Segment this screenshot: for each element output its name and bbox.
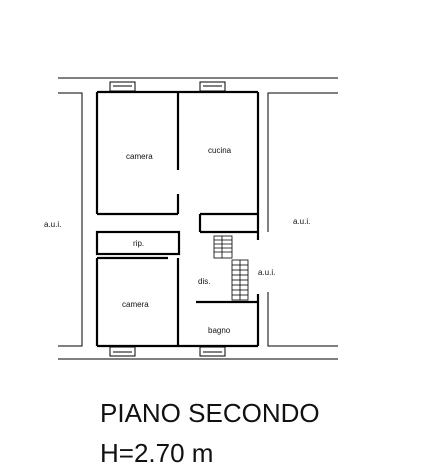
floor-title: PIANO SECONDO	[100, 398, 320, 428]
room-label-cucina: cucina	[208, 146, 232, 155]
right-neighbour-wall-lower	[267, 292, 338, 347]
room-label-aui-stair: a.u.i.	[258, 268, 275, 277]
room-label-camera-bottom: camera	[122, 300, 149, 309]
room-label-rip: rip.	[133, 239, 144, 248]
window-bottom-right	[199, 346, 226, 357]
room-label-aui-right: a.u.i.	[293, 217, 310, 226]
ceiling-height: H=2.70 m	[100, 438, 214, 468]
window-top-right	[199, 81, 226, 92]
right-neighbour-wall	[267, 92, 338, 232]
window-bottom-left	[109, 346, 136, 357]
room-label-aui-left: a.u.i.	[44, 220, 61, 229]
room-label-bagno: bagno	[208, 326, 231, 335]
room-label-dis: dis.	[198, 277, 210, 286]
staircase	[213, 235, 249, 301]
wall-rip	[95, 230, 181, 256]
window-top-left	[109, 81, 136, 92]
left-neighbour-wall	[58, 92, 83, 347]
room-label-camera-top: camera	[126, 152, 153, 161]
